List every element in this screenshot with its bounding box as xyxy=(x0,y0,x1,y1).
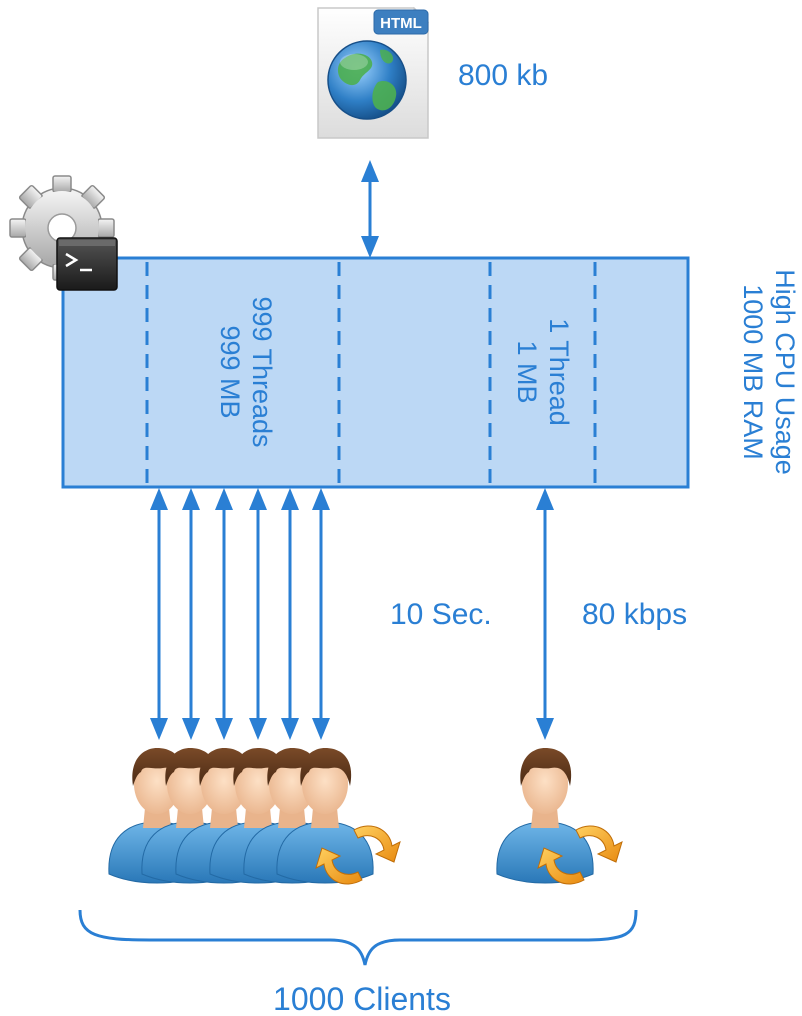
client-link-arrow xyxy=(312,488,330,740)
single-thread-label: 1 Thread 1 MB xyxy=(512,318,574,426)
client-link-arrow xyxy=(150,488,168,740)
file-size-label: 800 kb xyxy=(458,59,548,92)
client-link-arrow xyxy=(215,488,233,740)
html-badge xyxy=(373,9,429,35)
single-client xyxy=(496,747,623,885)
gear-terminal-icon xyxy=(9,175,118,291)
globe-icon xyxy=(327,40,407,120)
cpu-usage-label: High CPU Usage xyxy=(770,269,800,475)
client-group xyxy=(108,747,401,885)
server-process-box xyxy=(61,256,690,489)
bandwidth-label: 80 kbps xyxy=(582,598,687,631)
single-thread-count: 1 Thread xyxy=(544,318,574,426)
html-badge-label: HTML xyxy=(380,15,422,32)
client-link-arrow xyxy=(536,488,554,740)
client-connection-arrows xyxy=(150,488,554,740)
client-link-arrow xyxy=(281,488,299,740)
server-stats-label: High CPU Usage 1000 MB RAM xyxy=(738,269,800,475)
client-link-arrow xyxy=(182,488,200,740)
single-thread-memory: 1 MB xyxy=(512,340,542,403)
html-file-icon: HTML xyxy=(317,6,430,139)
many-threads-count: 999 Threads xyxy=(247,296,277,447)
ram-usage-label: 1000 MB RAM xyxy=(738,284,768,460)
clients-brace xyxy=(78,909,638,966)
many-threads-memory: 999 MB xyxy=(215,325,245,418)
clients-count-label: 1000 Clients xyxy=(273,981,451,1016)
many-threads-label: 999 Threads 999 MB xyxy=(215,296,277,447)
file-server-arrow xyxy=(361,160,379,258)
terminal-icon xyxy=(56,237,118,291)
duration-label: 10 Sec. xyxy=(390,598,492,631)
client-link-arrow xyxy=(249,488,267,740)
